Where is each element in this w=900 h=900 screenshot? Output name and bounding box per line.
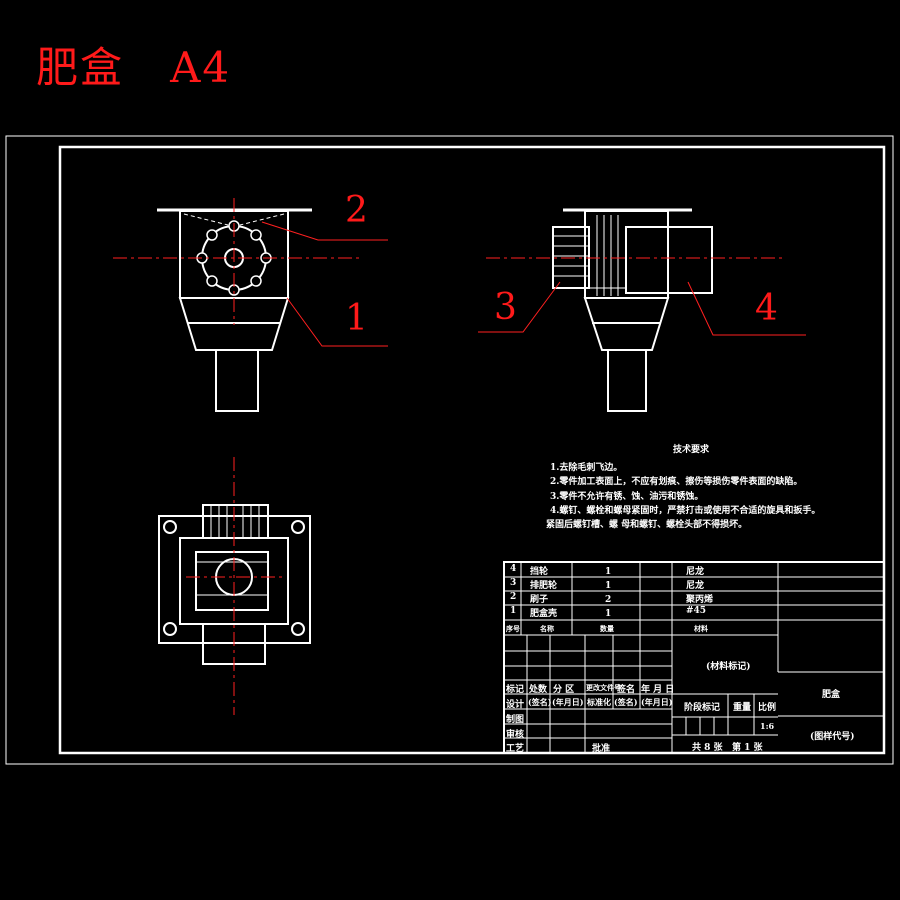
header-qty: 数量 — [600, 624, 614, 633]
material-mark: (材料标记) — [706, 662, 751, 672]
title-block-grid — [503, 561, 885, 754]
design-label: 设计 — [506, 700, 525, 710]
callout-4: 4 — [755, 288, 778, 329]
part-material: #45 — [686, 606, 707, 616]
part-material: 尼龙 — [686, 581, 705, 591]
part-name-title: 肥盒 — [822, 690, 841, 700]
part-qty: 2 — [605, 595, 612, 605]
title-size: A4 — [170, 43, 232, 92]
rev-sign: 签名 — [617, 685, 636, 695]
header-material: 材料 — [694, 624, 708, 633]
process-label: 工艺 — [506, 744, 525, 754]
part-no: 2 — [510, 592, 517, 602]
design-date: (年月日) — [552, 697, 584, 707]
part-name: 挡轮 — [530, 567, 549, 577]
std-date: (年月日) — [641, 697, 673, 707]
callout-3: 3 — [494, 287, 517, 328]
drawing-code: (图样代号) — [810, 732, 855, 742]
part-name: 肥盒壳 — [530, 609, 558, 619]
callout-2: 2 — [345, 190, 368, 231]
part-qty: 1 — [605, 581, 612, 591]
weight-label: 重量 — [733, 703, 752, 713]
sheet-number: 第 1 张 — [732, 743, 763, 753]
part-no: 3 — [510, 578, 517, 588]
tech-item: 1.去除毛刺飞边。 — [550, 463, 623, 474]
top-view — [158, 504, 311, 665]
approve-label: 批准 — [592, 744, 611, 754]
tech-item: 紧固后螺钉槽、螺 母和螺钉、螺栓头部不得损坏。 — [546, 520, 748, 531]
part-qty: 1 — [605, 609, 612, 619]
outer-frame — [5, 135, 894, 765]
design-sign: (签名) — [528, 697, 552, 707]
drawing-title: 肥盒 A4 — [36, 34, 231, 95]
draw-label: 制图 — [506, 715, 525, 725]
part-name: 排肥轮 — [530, 581, 558, 591]
part-qty: 1 — [605, 567, 612, 577]
title-name: 肥盒 — [36, 43, 125, 92]
rev-zone: 分 区 — [553, 685, 575, 695]
rev-date: 年 月 日 — [641, 685, 675, 695]
tech-item: 4.螺钉、螺栓和螺母紧固时，严禁打击或使用不合适的旋具和扳手。 — [550, 505, 821, 516]
inner-frame — [58, 145, 886, 755]
part-material: 尼龙 — [686, 567, 705, 577]
header-no: 序号 — [506, 624, 520, 633]
tech-item: 2.零件加工表面上，不应有划痕、擦伤等损伤零件表面的缺陷。 — [550, 477, 803, 488]
tech-requirements: 技术要求 1.去除毛刺飞边。 2.零件加工表面上，不应有划痕、擦伤等损伤零件表面… — [546, 443, 836, 532]
callout-1: 1 — [345, 298, 368, 339]
side-view — [552, 208, 713, 412]
sheet-count: 共 8 张 — [692, 743, 723, 753]
rev-doc: 更改文件号 — [586, 683, 621, 692]
stage-mark: 阶段标记 — [684, 703, 721, 713]
part-material: 聚丙烯 — [686, 595, 714, 605]
rev-count: 处数 — [529, 685, 548, 695]
tech-item: 3.零件不允许有锈、蚀、油污和锈蚀。 — [550, 491, 704, 502]
std-sign: (签名) — [614, 697, 638, 707]
part-no: 4 — [510, 564, 517, 574]
part-name: 刷子 — [530, 595, 549, 605]
check-label: 审核 — [506, 730, 525, 740]
std-label: 标准化 — [587, 697, 611, 707]
header-name: 名称 — [540, 624, 554, 633]
scale-label: 比例 — [758, 703, 777, 713]
rev-mark: 标记 — [506, 685, 525, 695]
scale-value: 1:6 — [760, 721, 775, 731]
part-no: 1 — [510, 606, 517, 616]
tech-heading: 技术要求 — [672, 445, 709, 455]
